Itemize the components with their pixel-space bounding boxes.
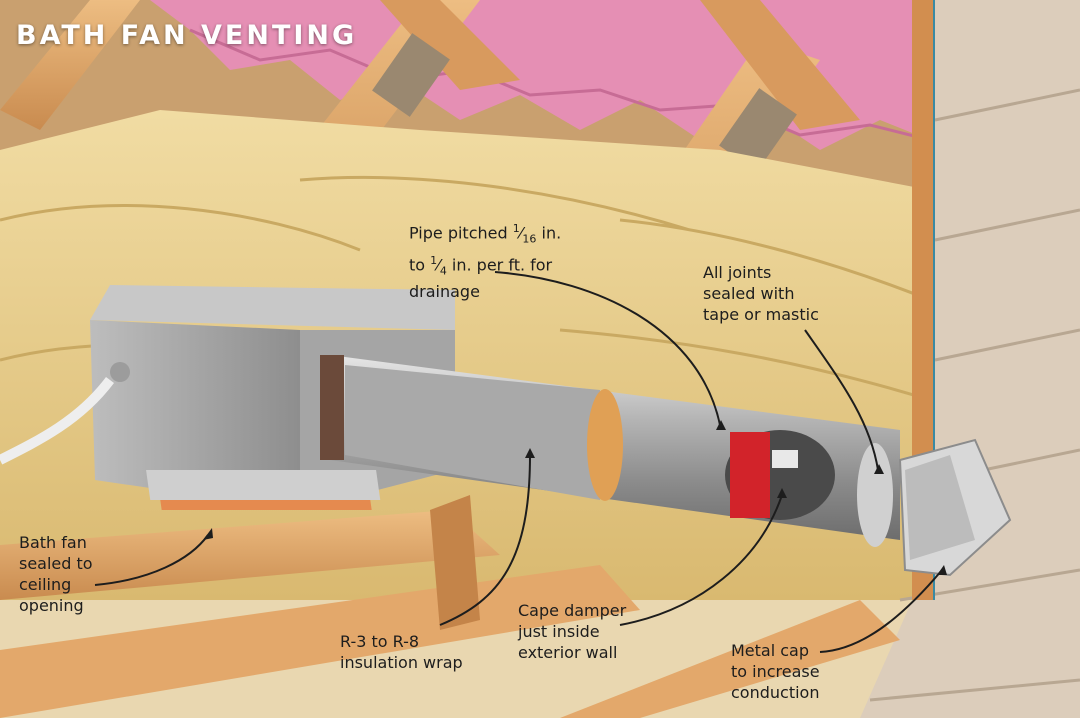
callout-bath-fan-seal: Bath fan sealed to ceiling opening (19, 532, 93, 616)
callout-metal-cap: Metal cap to increase conduction (731, 640, 820, 703)
pitch-text: drainage (409, 282, 480, 301)
diagram-title: BATH FAN VENTING (16, 20, 357, 51)
callout-sealed-joints: All joints sealed with tape or mastic (703, 262, 819, 325)
pitch-text: to (409, 255, 430, 274)
callout-cape-damper: Cape damper just inside exterior wall (518, 600, 626, 663)
pitch-fraction-denominator: 4 (440, 264, 447, 277)
damper-label (772, 450, 798, 468)
pitch-text: Pipe pitched (409, 223, 513, 242)
fan-ceiling-seal (160, 500, 371, 510)
wrap-end-ring (587, 389, 623, 501)
cable-connector (110, 362, 130, 382)
pitch-fraction-denominator: 16 (522, 233, 536, 246)
callout-insulation-wrap: R-3 to R-8 insulation wrap (340, 631, 463, 673)
pitch-text: in. per ft. for (447, 255, 552, 274)
pitch-fraction-numerator: 1 (513, 222, 520, 235)
duct-collar (320, 355, 344, 460)
fan-ceiling-flange (146, 470, 380, 500)
pitch-fraction-numerator: 1 (430, 254, 437, 267)
callout-pipe-pitch: Pipe pitched 1⁄16 in. to 1⁄4 in. per ft.… (409, 218, 561, 302)
pitch-text: in. (536, 223, 561, 242)
damper-red-band (730, 432, 770, 518)
